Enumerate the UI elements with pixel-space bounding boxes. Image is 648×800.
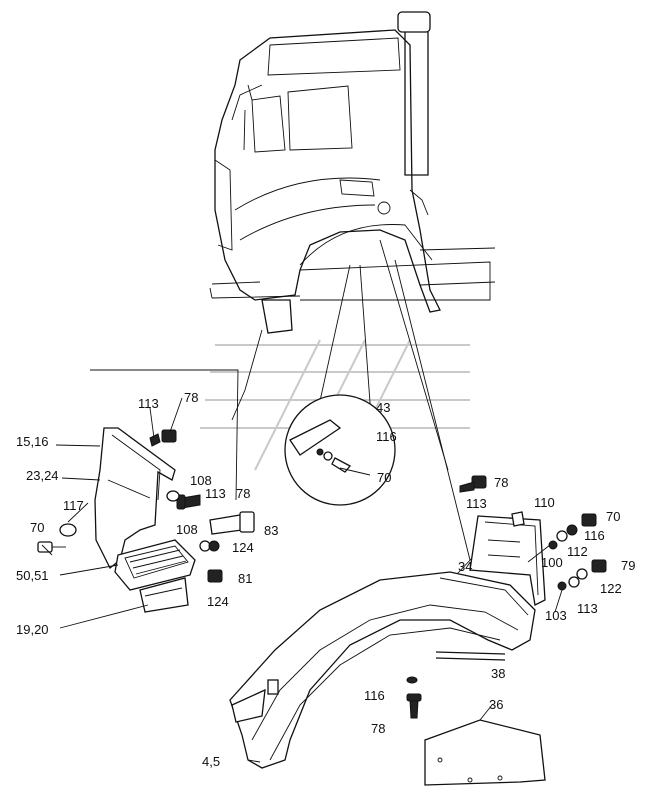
label-116-detail: 116 xyxy=(376,429,397,444)
label-103: 103 xyxy=(545,608,567,623)
leader-lines xyxy=(90,239,471,561)
fasteners-right xyxy=(406,475,607,719)
label-116-right: 116 xyxy=(584,528,605,543)
label-79: 79 xyxy=(621,558,635,573)
label-108-b: 108 xyxy=(176,522,198,537)
label-117: 117 xyxy=(63,498,84,513)
fasteners-left xyxy=(37,429,255,583)
label-78-top: 78 xyxy=(184,390,198,405)
label-113-top: 113 xyxy=(138,396,159,411)
label-36: 36 xyxy=(489,697,503,712)
label-112: 112 xyxy=(567,544,588,559)
bracket-right xyxy=(469,515,546,606)
label-70-detail: 70 xyxy=(377,470,391,485)
step-bracket xyxy=(94,427,196,613)
label-78-right: 78 xyxy=(494,475,508,490)
plate xyxy=(424,704,546,786)
label-83: 83 xyxy=(264,523,278,538)
label-108-a: 108 xyxy=(190,473,212,488)
label-124-b: 124 xyxy=(207,594,229,609)
label-113-lower: 113 xyxy=(577,601,598,616)
label-15-16: 15,16 xyxy=(16,434,49,449)
label-116-lower: 116 xyxy=(364,688,385,703)
label-81: 81 xyxy=(238,571,252,586)
label-122: 122 xyxy=(600,581,622,596)
seal-strips xyxy=(435,651,506,661)
label-leaders xyxy=(41,397,563,763)
label-50-51: 50,51 xyxy=(16,568,49,583)
label-4-5: 4,5 xyxy=(202,754,220,769)
label-110: 110 xyxy=(534,495,555,510)
label-43: 43 xyxy=(376,400,390,415)
label-113-right: 113 xyxy=(466,496,487,511)
label-38: 38 xyxy=(491,666,505,681)
truck-cab xyxy=(209,11,496,334)
mudguard xyxy=(229,571,536,769)
label-78-lower: 78 xyxy=(371,721,385,736)
label-70-right: 70 xyxy=(606,509,620,524)
label-113-mid: 113 xyxy=(205,486,226,501)
label-78-mid: 78 xyxy=(236,486,250,501)
label-23-24: 23,24 xyxy=(26,468,59,483)
label-124-a: 124 xyxy=(232,540,254,555)
detail-circle xyxy=(284,394,396,506)
label-19-20: 19,20 xyxy=(16,622,49,637)
label-100: 100 xyxy=(541,555,563,570)
label-70-left: 70 xyxy=(30,520,44,535)
label-34: 34 xyxy=(458,559,472,574)
